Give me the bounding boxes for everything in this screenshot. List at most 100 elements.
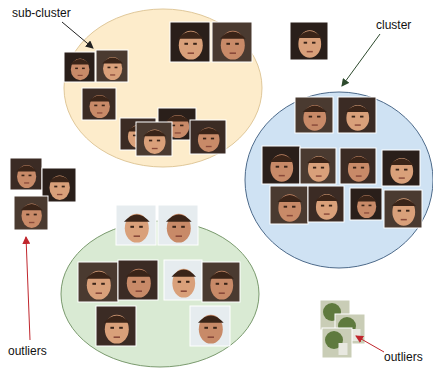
face-part [124, 214, 150, 221]
face-part [16, 166, 36, 172]
face-part [49, 175, 69, 199]
face-thumbnails [10, 22, 422, 358]
face-part [270, 154, 293, 181]
face-part [329, 205, 332, 207]
face-part [357, 195, 376, 218]
face-part [352, 116, 355, 118]
face-part [312, 42, 315, 44]
face-part [208, 336, 214, 338]
face-part [114, 336, 120, 338]
face-part [350, 188, 382, 220]
leader-line [62, 22, 93, 48]
face-part [78, 75, 83, 76]
face-part [204, 327, 208, 329]
face-part [103, 57, 122, 80]
face-part [404, 169, 407, 171]
face-part [284, 166, 287, 168]
face-part [313, 167, 316, 169]
face-part [166, 116, 190, 122]
face-part [356, 196, 376, 202]
face-part [71, 59, 90, 81]
face-part [29, 222, 34, 223]
face-part [390, 158, 414, 165]
annotation-label: sub-cluster [12, 6, 71, 20]
face-part [355, 124, 361, 125]
face-part [108, 67, 111, 69]
face-part [308, 186, 344, 222]
face-part [199, 315, 223, 344]
face-part [213, 327, 217, 329]
face-part [166, 214, 192, 221]
face-part [312, 124, 318, 125]
face-part [298, 31, 322, 38]
face-part [390, 158, 413, 184]
face-part [206, 146, 212, 147]
face-part [101, 283, 105, 285]
face-part [198, 315, 224, 322]
face-part [346, 105, 370, 112]
face-part [96, 50, 128, 82]
face-part [22, 175, 25, 177]
face-part [21, 203, 41, 227]
face-part [118, 260, 158, 300]
face-part [49, 176, 71, 182]
face-part [338, 97, 376, 133]
leader-line [356, 336, 384, 352]
cluster-ellipse [64, 9, 262, 167]
face-part [54, 186, 57, 188]
face-part [102, 58, 122, 64]
face-part [104, 315, 130, 322]
face-part [96, 292, 102, 294]
face-part [82, 68, 85, 70]
face-part [287, 215, 293, 217]
face-part [197, 128, 220, 134]
annotation-label: outliers [8, 344, 47, 358]
face-part [172, 269, 196, 276]
face-part [322, 328, 352, 358]
face-part [202, 262, 240, 302]
face-part [340, 148, 376, 184]
face-part [78, 262, 118, 302]
face-part [152, 148, 158, 149]
face-part [105, 315, 129, 344]
face-part [34, 214, 37, 216]
face-part [144, 129, 166, 153]
face-part [290, 22, 328, 60]
face-part [110, 327, 114, 329]
face-part [184, 43, 188, 45]
face-part [316, 175, 322, 176]
annotation-label: cluster [376, 18, 411, 32]
face-part [295, 97, 333, 133]
face-part [226, 43, 230, 45]
face-part [89, 95, 109, 118]
face-part [298, 30, 321, 57]
face-part [87, 271, 111, 300]
face-part [24, 182, 29, 183]
face-part [353, 167, 356, 169]
face-part [14, 196, 48, 230]
face-part [17, 165, 36, 188]
face-part [230, 52, 236, 54]
face-part [167, 214, 191, 243]
leader-line [342, 34, 380, 86]
face-part [70, 59, 90, 65]
face-part [102, 105, 105, 107]
face-part [26, 214, 29, 216]
face-part [235, 43, 239, 45]
face-part [361, 167, 364, 169]
face-part [89, 96, 111, 102]
face-part [406, 210, 409, 212]
face-part [149, 140, 152, 142]
face-part [158, 205, 198, 245]
face-part [193, 43, 197, 45]
face-part [175, 132, 181, 133]
annotation-label: outliers [384, 350, 423, 364]
face-part [303, 105, 327, 112]
face-part [392, 198, 415, 225]
face-part [157, 140, 160, 142]
face-part [62, 186, 65, 188]
face-part [110, 74, 115, 75]
face-part [276, 166, 279, 168]
face-part [347, 156, 370, 163]
face-part [396, 169, 399, 171]
